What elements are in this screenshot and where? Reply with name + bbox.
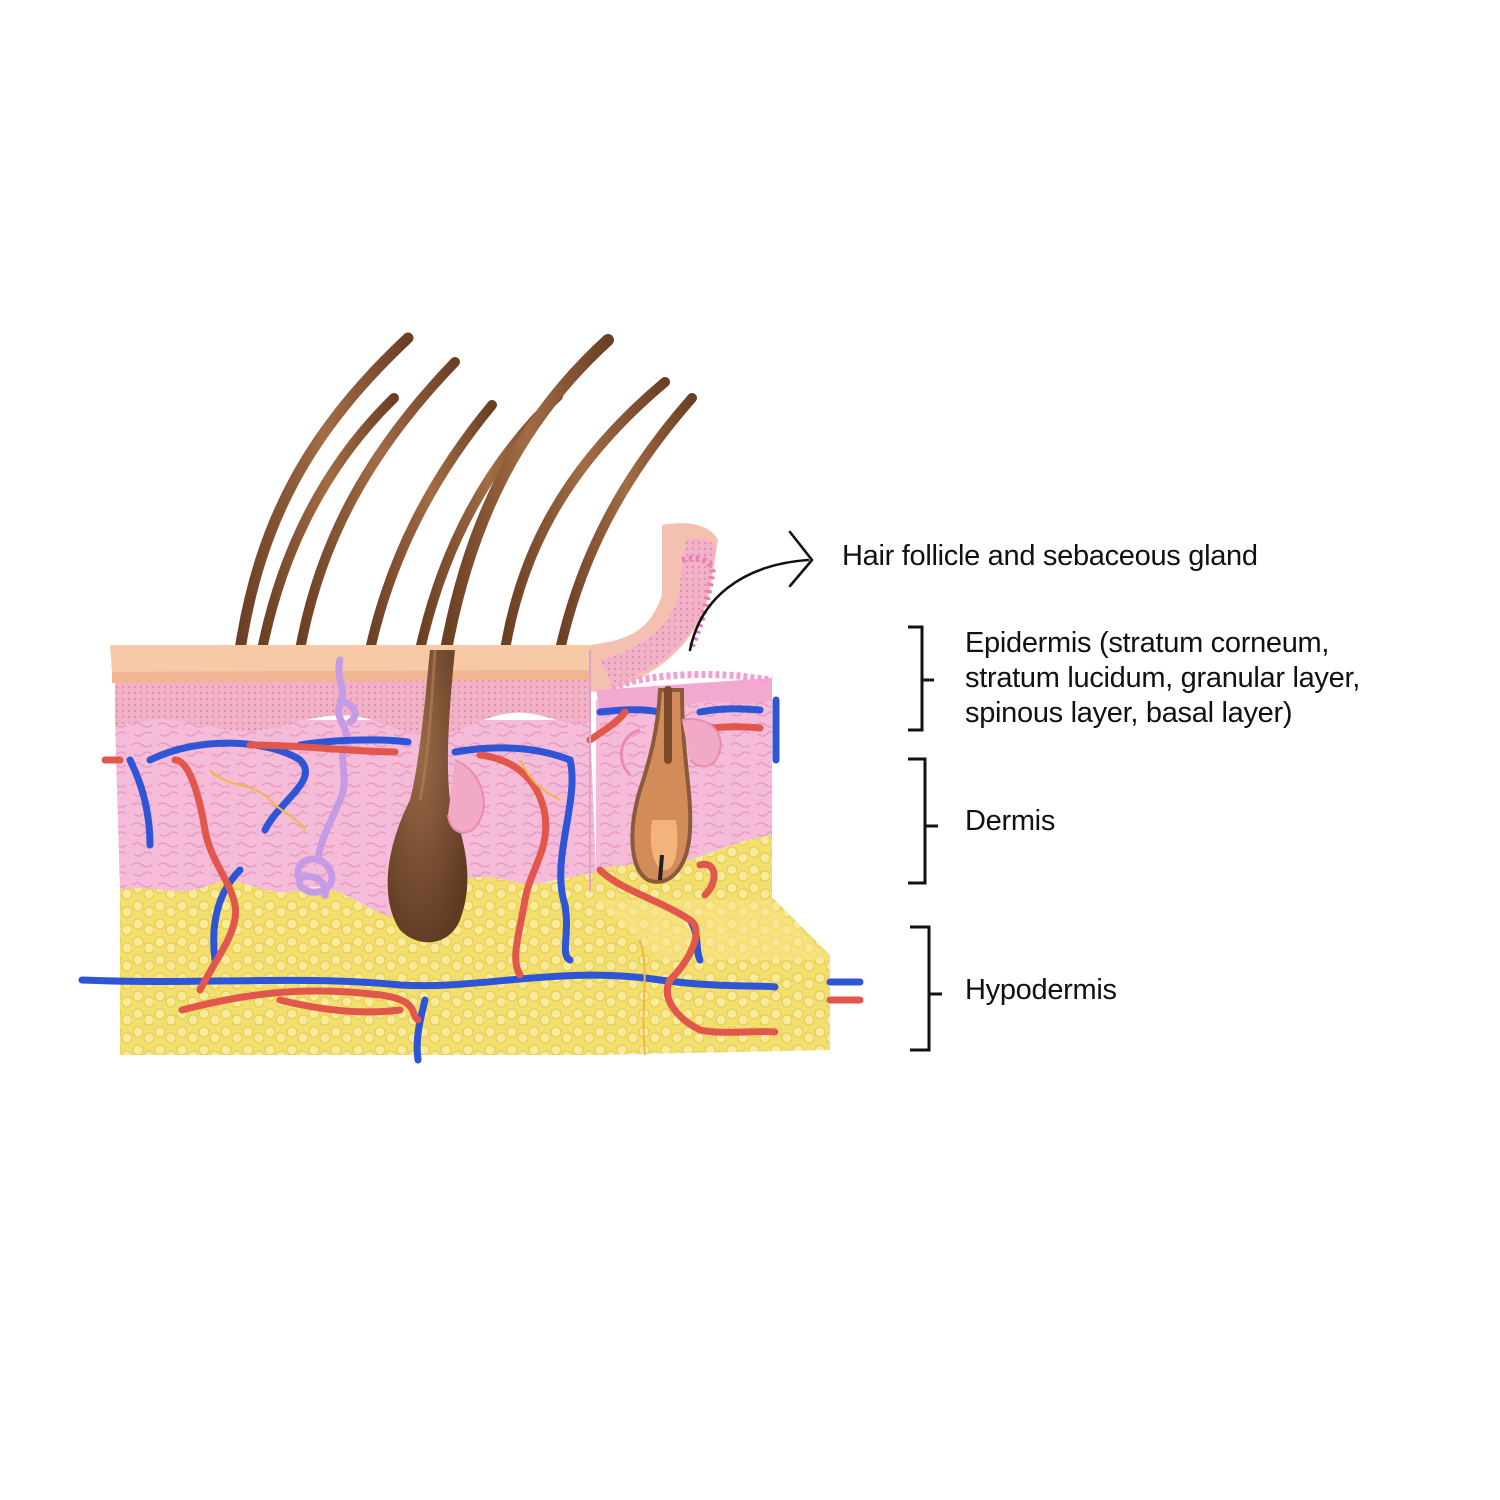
veins <box>78 696 864 1064</box>
epidermis-label-line: stratum lucidum, granular layer, <box>965 662 1360 694</box>
hair-shaft-main <box>440 334 614 656</box>
hair-follicle-label: Hair follicle and sebaceous gland <box>842 539 1258 574</box>
epidermis-layer <box>110 523 773 736</box>
hair-shaft <box>415 391 563 655</box>
main-hair-follicle <box>387 649 485 943</box>
hair-shaft <box>365 400 497 655</box>
hair-shaft <box>257 393 399 655</box>
hair-shafts <box>234 332 697 656</box>
dermis-bracket <box>908 757 938 885</box>
hypodermis-layer <box>120 835 830 1055</box>
hair-follicle-pointer-arrow <box>688 530 814 652</box>
nerves <box>209 759 646 1056</box>
hypodermis-bracket <box>910 925 942 1052</box>
secondary-hair-follicle <box>619 686 722 884</box>
epidermis-label-line: Epidermis (stratum corneum, <box>965 627 1330 659</box>
hair-shaft <box>295 357 460 655</box>
sweat-gland <box>294 656 359 899</box>
epidermis-bracket <box>908 625 934 732</box>
hypodermis-label: Hypodermis <box>965 973 1117 1008</box>
epidermis-label: Epidermis (stratum corneum, stratum luci… <box>965 626 1360 731</box>
hypodermis-label-text: Hypodermis <box>965 974 1117 1006</box>
hair-follicle-label-text: Hair follicle and sebaceous gland <box>842 540 1258 572</box>
hair-shaft <box>500 377 670 655</box>
hair-shaft <box>555 393 697 655</box>
dermis-label-text: Dermis <box>965 805 1056 837</box>
epidermis-label-line: spinous layer, basal layer) <box>965 697 1293 729</box>
hair-shaft <box>234 332 414 656</box>
brackets <box>908 625 942 1052</box>
dermis-label: Dermis <box>965 804 1055 839</box>
